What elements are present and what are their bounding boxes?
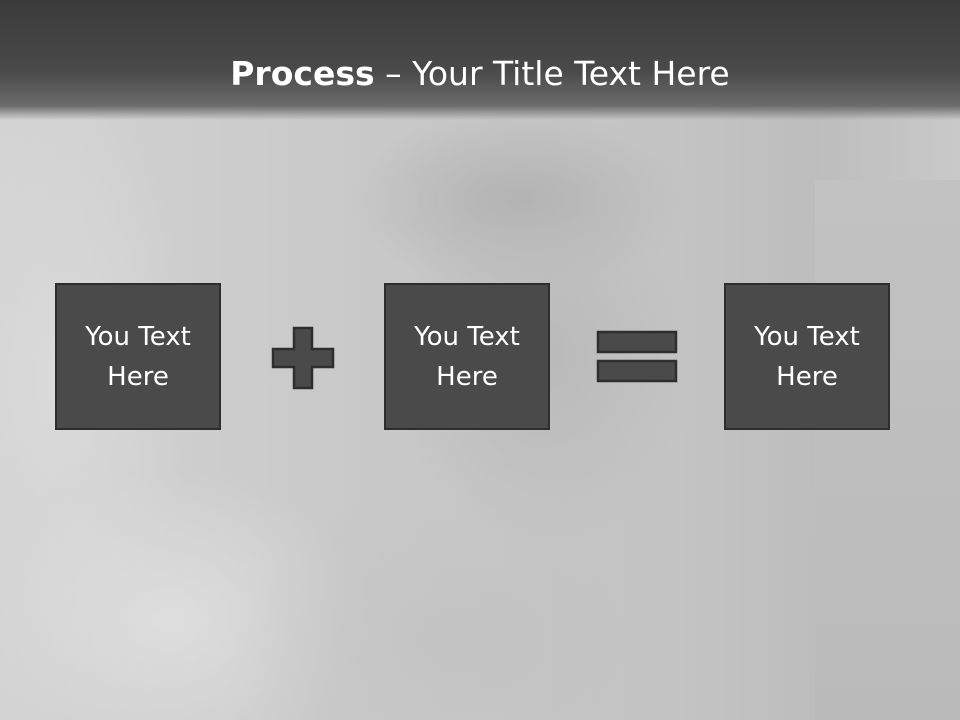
background-wall	[815, 180, 960, 720]
slide-title: Process – Your Title Text Here	[0, 52, 960, 96]
process-box-1-text: You Text Here	[85, 321, 191, 392]
process-box-3-text: You Text Here	[754, 321, 860, 392]
process-box-1: You Text Here	[55, 283, 221, 430]
title-bold: Process	[230, 54, 375, 93]
process-box-2: You Text Here	[384, 283, 550, 430]
process-box-3: You Text Here	[724, 283, 890, 430]
equals-icon	[596, 330, 678, 383]
title-bar	[0, 0, 960, 120]
plus-icon	[271, 326, 335, 390]
title-rest: – Your Title Text Here	[374, 54, 730, 93]
process-box-2-text: You Text Here	[414, 321, 520, 392]
